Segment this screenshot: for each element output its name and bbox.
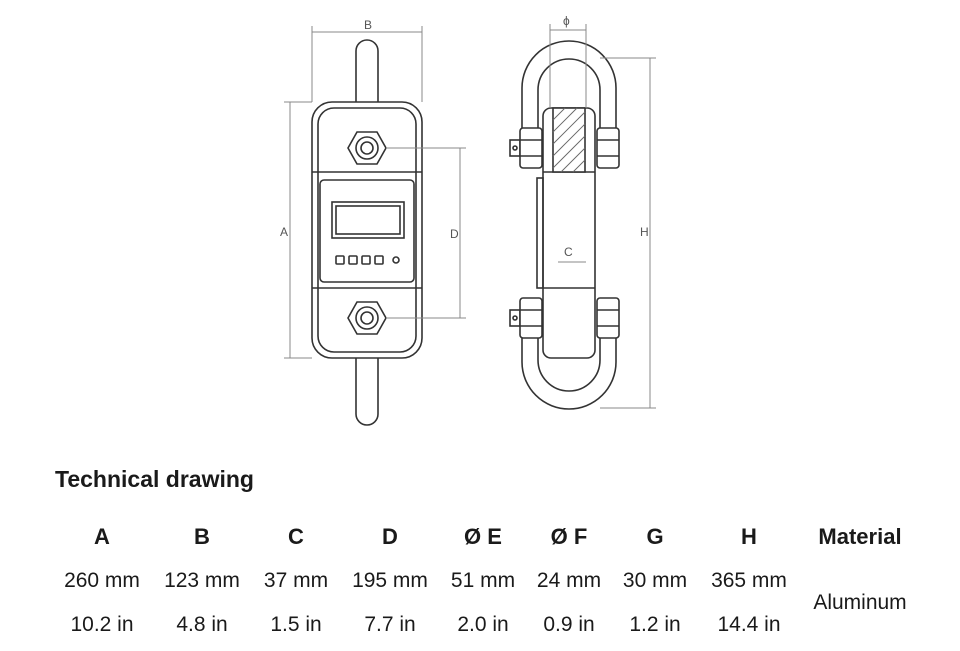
header-c: C [288, 524, 304, 549]
dim-label-phi: ϕ [563, 14, 570, 28]
cell-b-mm: 123 mm [164, 569, 240, 592]
cell-h-in: 14.4 in [717, 613, 781, 636]
cell-g-in: 1.2 in [629, 613, 681, 636]
specs-table: A B C D Ø E Ø F G H Material 260 mm 123 … [52, 515, 920, 647]
cell-d-mm: 195 mm [352, 569, 428, 592]
dim-label-D: D [450, 227, 459, 241]
side-top-pin [509, 127, 620, 169]
dim-label-A: A [280, 225, 288, 239]
display-panel [319, 179, 415, 283]
cell-d-in: 7.7 in [364, 613, 416, 636]
cell-g-mm: 30 mm [622, 569, 688, 592]
side-bottom-pin [509, 297, 620, 339]
header-d: D [382, 524, 398, 549]
lcd-screen [331, 201, 405, 239]
table-row-mm: 260 mm 123 mm 37 mm 195 mm 51 mm 24 mm 3… [52, 559, 920, 614]
side-top-shackle [521, 40, 617, 136]
front-bottom-nut [347, 301, 387, 335]
header-e: Ø E [464, 524, 502, 549]
dim-label-H: H [640, 225, 649, 239]
cell-f-mm: 24 mm [536, 569, 602, 592]
header-material: Material [818, 524, 902, 549]
cell-f-in: 0.9 in [543, 613, 595, 636]
hatching [552, 107, 586, 173]
table-header-row: A B C D Ø E Ø F G H Material [52, 515, 920, 559]
keypad-buttons [335, 255, 400, 265]
dim-label-B: B [364, 18, 372, 32]
side-view [509, 40, 620, 410]
side-dimensions [549, 24, 656, 409]
table-row-in: 10.2 in 4.8 in 1.5 in 7.7 in 2.0 in 0.9 … [52, 603, 920, 647]
cell-b-in: 4.8 in [176, 613, 228, 636]
cell-a-mm: 260 mm [64, 569, 140, 592]
side-bottom-shackle [521, 314, 617, 410]
front-dimensions [284, 26, 466, 359]
cell-e-in: 2.0 in [457, 613, 509, 636]
front-body [311, 101, 423, 359]
front-top-nut [347, 131, 387, 165]
dim-label-C: C [564, 245, 573, 259]
header-a: A [94, 524, 110, 549]
cell-material: Aluminum [813, 591, 907, 614]
header-b: B [194, 524, 210, 549]
front-view [311, 39, 423, 426]
cell-c-mm: 37 mm [263, 569, 329, 592]
header-g: G [646, 524, 664, 549]
cell-c-in: 1.5 in [270, 613, 322, 636]
header-h: H [741, 524, 757, 549]
cell-h-mm: 365 mm [711, 569, 787, 592]
cell-a-in: 10.2 in [70, 613, 134, 636]
section-title: Technical drawing [55, 466, 254, 492]
header-f: Ø F [550, 524, 588, 549]
cell-e-mm: 51 mm [450, 569, 516, 592]
technical-drawing: B A D [280, 14, 656, 426]
